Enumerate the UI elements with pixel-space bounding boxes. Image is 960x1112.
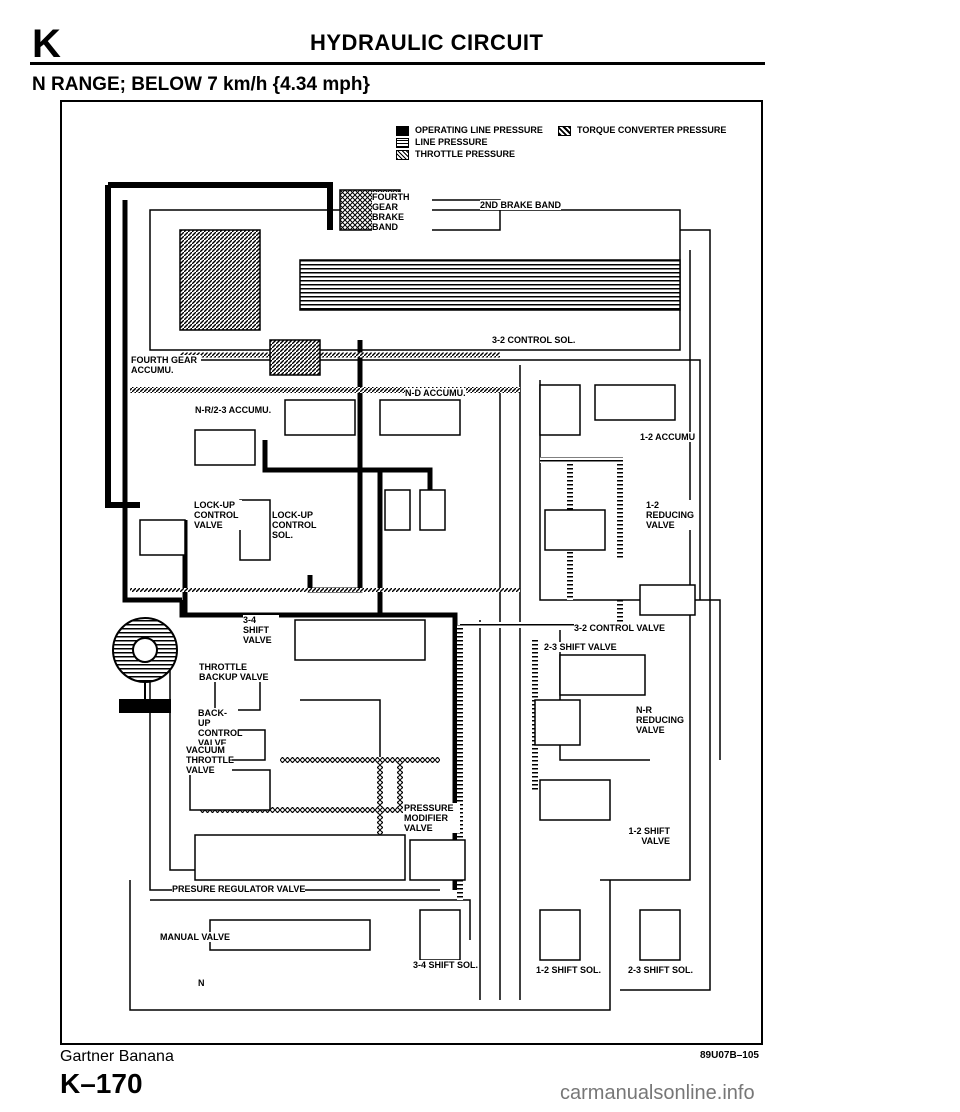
footer-credit: Gartner Banana: [60, 1048, 174, 1065]
title-rule: [30, 62, 765, 65]
label-n-d-accumu: N-D ACCUMU.: [405, 388, 466, 398]
label-3-2-control-valve: 3-2 CONTROL VALVE: [574, 623, 666, 633]
label-1-2-shift-valve: 1-2 SHIFT VALVE: [628, 826, 670, 846]
legend-swatch-solid: [396, 125, 409, 136]
legend-swatch-dots: [396, 137, 409, 148]
label-n-r-2-3-accumu: N-R/2-3 ACCUMU.: [195, 405, 272, 415]
label-2-3-shift-sol: 2-3 SHIFT SOL.: [628, 965, 694, 975]
label-2-3-shift-valve: 2-3 SHIFT VALVE: [544, 642, 617, 652]
legend-item-operating-line: OPERATING LINE PRESSURE: [396, 124, 543, 136]
label-fourth-gear-accumu: FOURTH GEAR ACCUMU.: [131, 355, 201, 375]
label-1-2-shift-sol: 1-2 SHIFT SOL.: [536, 965, 602, 975]
label-n-r-reducing-valve: N-R REDUCING VALVE: [636, 705, 685, 735]
label-lock-up-control-valve: LOCK-UP CONTROL VALVE: [194, 500, 242, 530]
section-letter: K: [32, 22, 61, 66]
legend-item-line: LINE PRESSURE: [396, 136, 543, 148]
label-throttle-backup-valve: THROTTLE BACKUP VALVE: [199, 662, 281, 682]
legend-item-throttle: THROTTLE PRESSURE: [396, 148, 543, 160]
legend: OPERATING LINE PRESSURE LINE PRESSURE TH…: [396, 124, 543, 160]
label-vacuum-throttle-valve: VACUUM THROTTLE VALVE: [186, 745, 234, 775]
watermark-text: carmanualsonline.info: [560, 1082, 755, 1104]
label-2nd-brake-band: 2ND BRAKE BAND: [480, 200, 562, 210]
diagram-frame: [60, 100, 763, 1045]
page-subtitle: N RANGE; BELOW 7 km/h {4.34 mph}: [32, 74, 370, 95]
page-number: K–170: [60, 1068, 143, 1099]
legend-swatch-hatch: [558, 125, 571, 136]
label-3-4-shift-valve: 3-4 SHIFT VALVE: [243, 615, 279, 645]
legend-item-torque-converter: TORQUE CONVERTER PRESSURE: [558, 124, 726, 136]
label-fourth-gear-brake-band: FOURTH GEAR BRAKE BAND: [372, 192, 432, 232]
label-3-2-control-sol: 3-2 CONTROL SOL.: [492, 335, 576, 345]
label-manual-n: N: [198, 978, 205, 988]
label-manual-valve: MANUAL VALVE: [160, 932, 231, 942]
label-pressure-modifier-valve: PRESSURE MODIFIER VALVE: [404, 803, 460, 833]
figure-code: 89U07B–105: [700, 1050, 759, 1061]
page-title: HYDRAULIC CIRCUIT: [310, 30, 544, 55]
label-1-2-reducing-valve: 1-2 REDUCING VALVE: [646, 500, 698, 530]
label-pressure-regulator-valve: PRESURE REGULATOR VALVE: [172, 884, 306, 894]
label-lock-up-control-sol: LOCK-UP CONTROL SOL.: [272, 510, 320, 540]
legend-swatch-cross: [396, 149, 409, 160]
label-back-up-control-valve: BACK-UP CONTROL VALVE: [198, 708, 243, 748]
label-3-4-shift-sol: 3-4 SHIFT SOL.: [413, 960, 479, 970]
label-1-2-accumu: 1-2 ACCUMU: [640, 432, 696, 442]
